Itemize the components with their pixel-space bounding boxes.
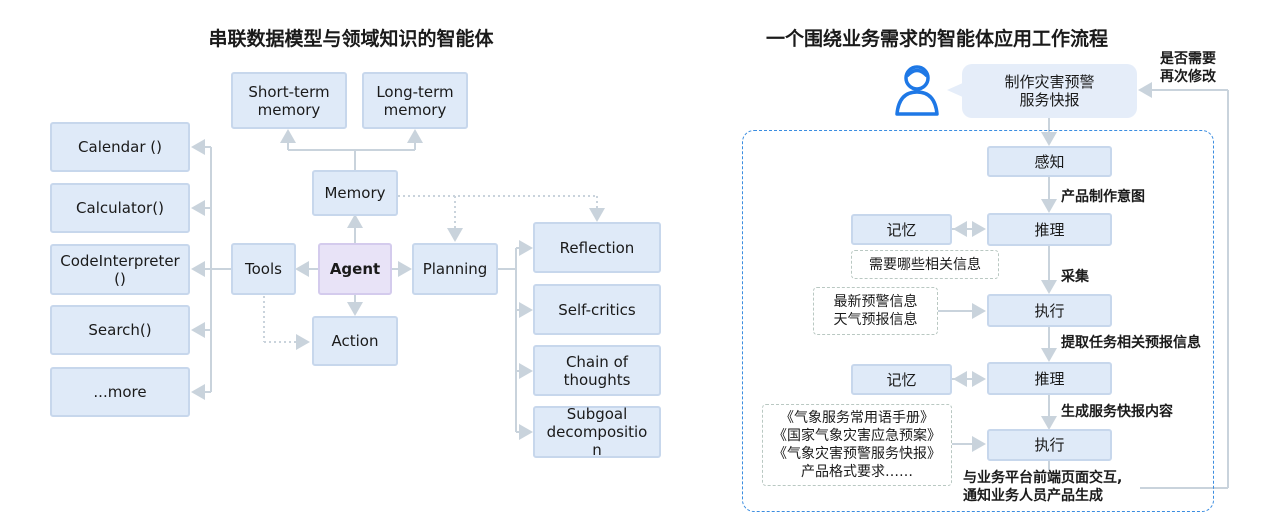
memory-box-2: 记忆 [851, 364, 952, 395]
execute-box-1: 执行 [987, 294, 1112, 327]
tool-item-more: ...more [50, 367, 190, 417]
collect-label: 采集 [1061, 269, 1089, 285]
tool-item-codeinterpreter: CodeInterpreter () [50, 244, 190, 295]
memory-box: Memory [312, 170, 398, 216]
revise-label: 是否需要 再次修改 [1160, 51, 1216, 85]
execute-box-2: 执行 [987, 429, 1112, 461]
workflow-frame [742, 130, 1214, 512]
left-diagram-title: 串联数据模型与领域知识的智能体 [208, 28, 494, 50]
plan-item-reflection: Reflection [533, 222, 661, 273]
agent-box: Agent [318, 243, 392, 295]
inputs-note: 最新预警信息 天气预报信息 [813, 287, 938, 335]
planning-box: Planning [412, 243, 498, 295]
generate-label: 生成服务快报内容 [1061, 404, 1173, 420]
intent-label: 产品制作意图 [1061, 189, 1145, 205]
action-box: Action [312, 316, 398, 366]
reference-docs-note: 《气象服务常用语手册》 《国家气象灾害应急预案》 《气象灾害预警服务快报》 产品… [762, 404, 952, 486]
plan-item-subgoal-decomposition: Subgoal decompositio n [533, 405, 661, 459]
long-term-memory-box: Long-term memory [362, 72, 468, 129]
interact-label: 与业务平台前端页面交互, 通知业务人员产品生成 [963, 470, 1123, 504]
tools-box: Tools [231, 243, 296, 295]
extract-label: 提取任务相关预报信息 [1061, 335, 1201, 351]
tool-item-search: Search() [50, 305, 190, 355]
tool-item-calculator: Calculator() [50, 183, 190, 233]
tool-item-calendar: Calendar () [50, 122, 190, 172]
reason-box-1: 推理 [987, 213, 1112, 246]
bubble-pointer [947, 82, 965, 98]
memory-box-1: 记忆 [851, 214, 952, 245]
user-icon [893, 62, 941, 116]
perceive-box: 感知 [987, 146, 1112, 177]
right-diagram-title: 一个围绕业务需求的智能体应用工作流程 [765, 28, 1108, 50]
reason-box-2: 推理 [987, 362, 1112, 395]
short-term-memory-box: Short-term memory [231, 72, 347, 129]
plan-item-self-critics: Self-critics [533, 284, 661, 335]
plan-item-chain-of-thoughts: Chain of thoughts [533, 345, 661, 396]
info-needed-note: 需要哪些相关信息 [851, 250, 999, 279]
request-bubble: 制作灾害预警 服务快报 [962, 64, 1137, 118]
